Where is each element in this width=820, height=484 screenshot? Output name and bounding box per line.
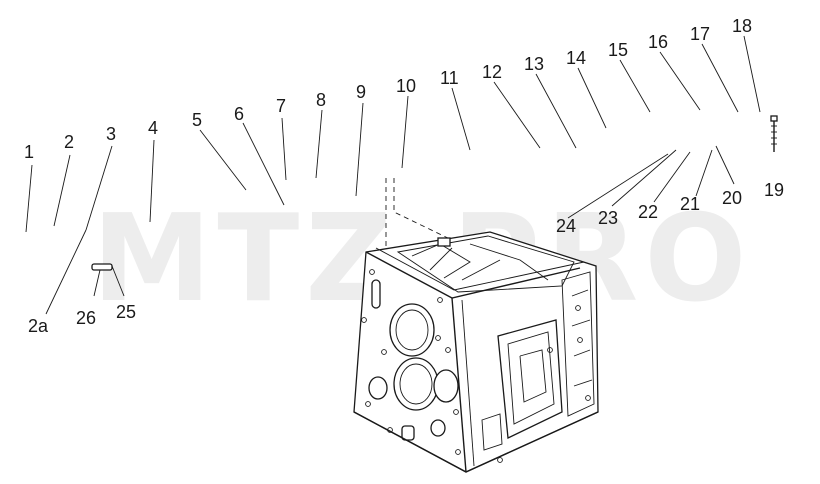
callout-20: 20 <box>722 188 742 208</box>
callout-16: 16 <box>648 32 668 52</box>
callout-24: 24 <box>556 216 576 236</box>
callout-2a: 2a <box>28 316 49 336</box>
callout-19: 19 <box>764 180 784 200</box>
callout-12: 12 <box>482 62 502 82</box>
leader-lines <box>25 35 761 315</box>
callout-10: 10 <box>396 76 416 96</box>
callout-6: 6 <box>234 104 244 124</box>
callout-22: 22 <box>638 202 658 222</box>
callout-18: 18 <box>732 16 752 36</box>
callout-25: 25 <box>116 302 136 322</box>
callout-11: 11 <box>440 68 459 88</box>
callout-5: 5 <box>192 110 202 130</box>
callout-15: 15 <box>608 40 628 60</box>
callout-4: 4 <box>148 118 158 138</box>
callout-3: 3 <box>106 124 116 144</box>
callout-21: 21 <box>680 194 700 214</box>
pin-part <box>91 263 113 271</box>
gearbox-housing <box>353 178 599 473</box>
callout-26: 26 <box>76 308 96 328</box>
callout-13: 13 <box>524 54 544 74</box>
callout-17: 17 <box>690 24 710 44</box>
bolt-part <box>770 115 778 152</box>
callout-23: 23 <box>598 208 618 228</box>
callout-2: 2 <box>64 132 74 152</box>
callout-14: 14 <box>566 48 586 68</box>
callout-7: 7 <box>276 96 286 116</box>
callout-labels: 1 2 3 4 5 6 7 8 9 10 11 12 13 14 15 16 1… <box>24 16 784 336</box>
callout-9: 9 <box>356 82 366 102</box>
callout-8: 8 <box>316 90 326 110</box>
callout-1: 1 <box>24 142 34 162</box>
